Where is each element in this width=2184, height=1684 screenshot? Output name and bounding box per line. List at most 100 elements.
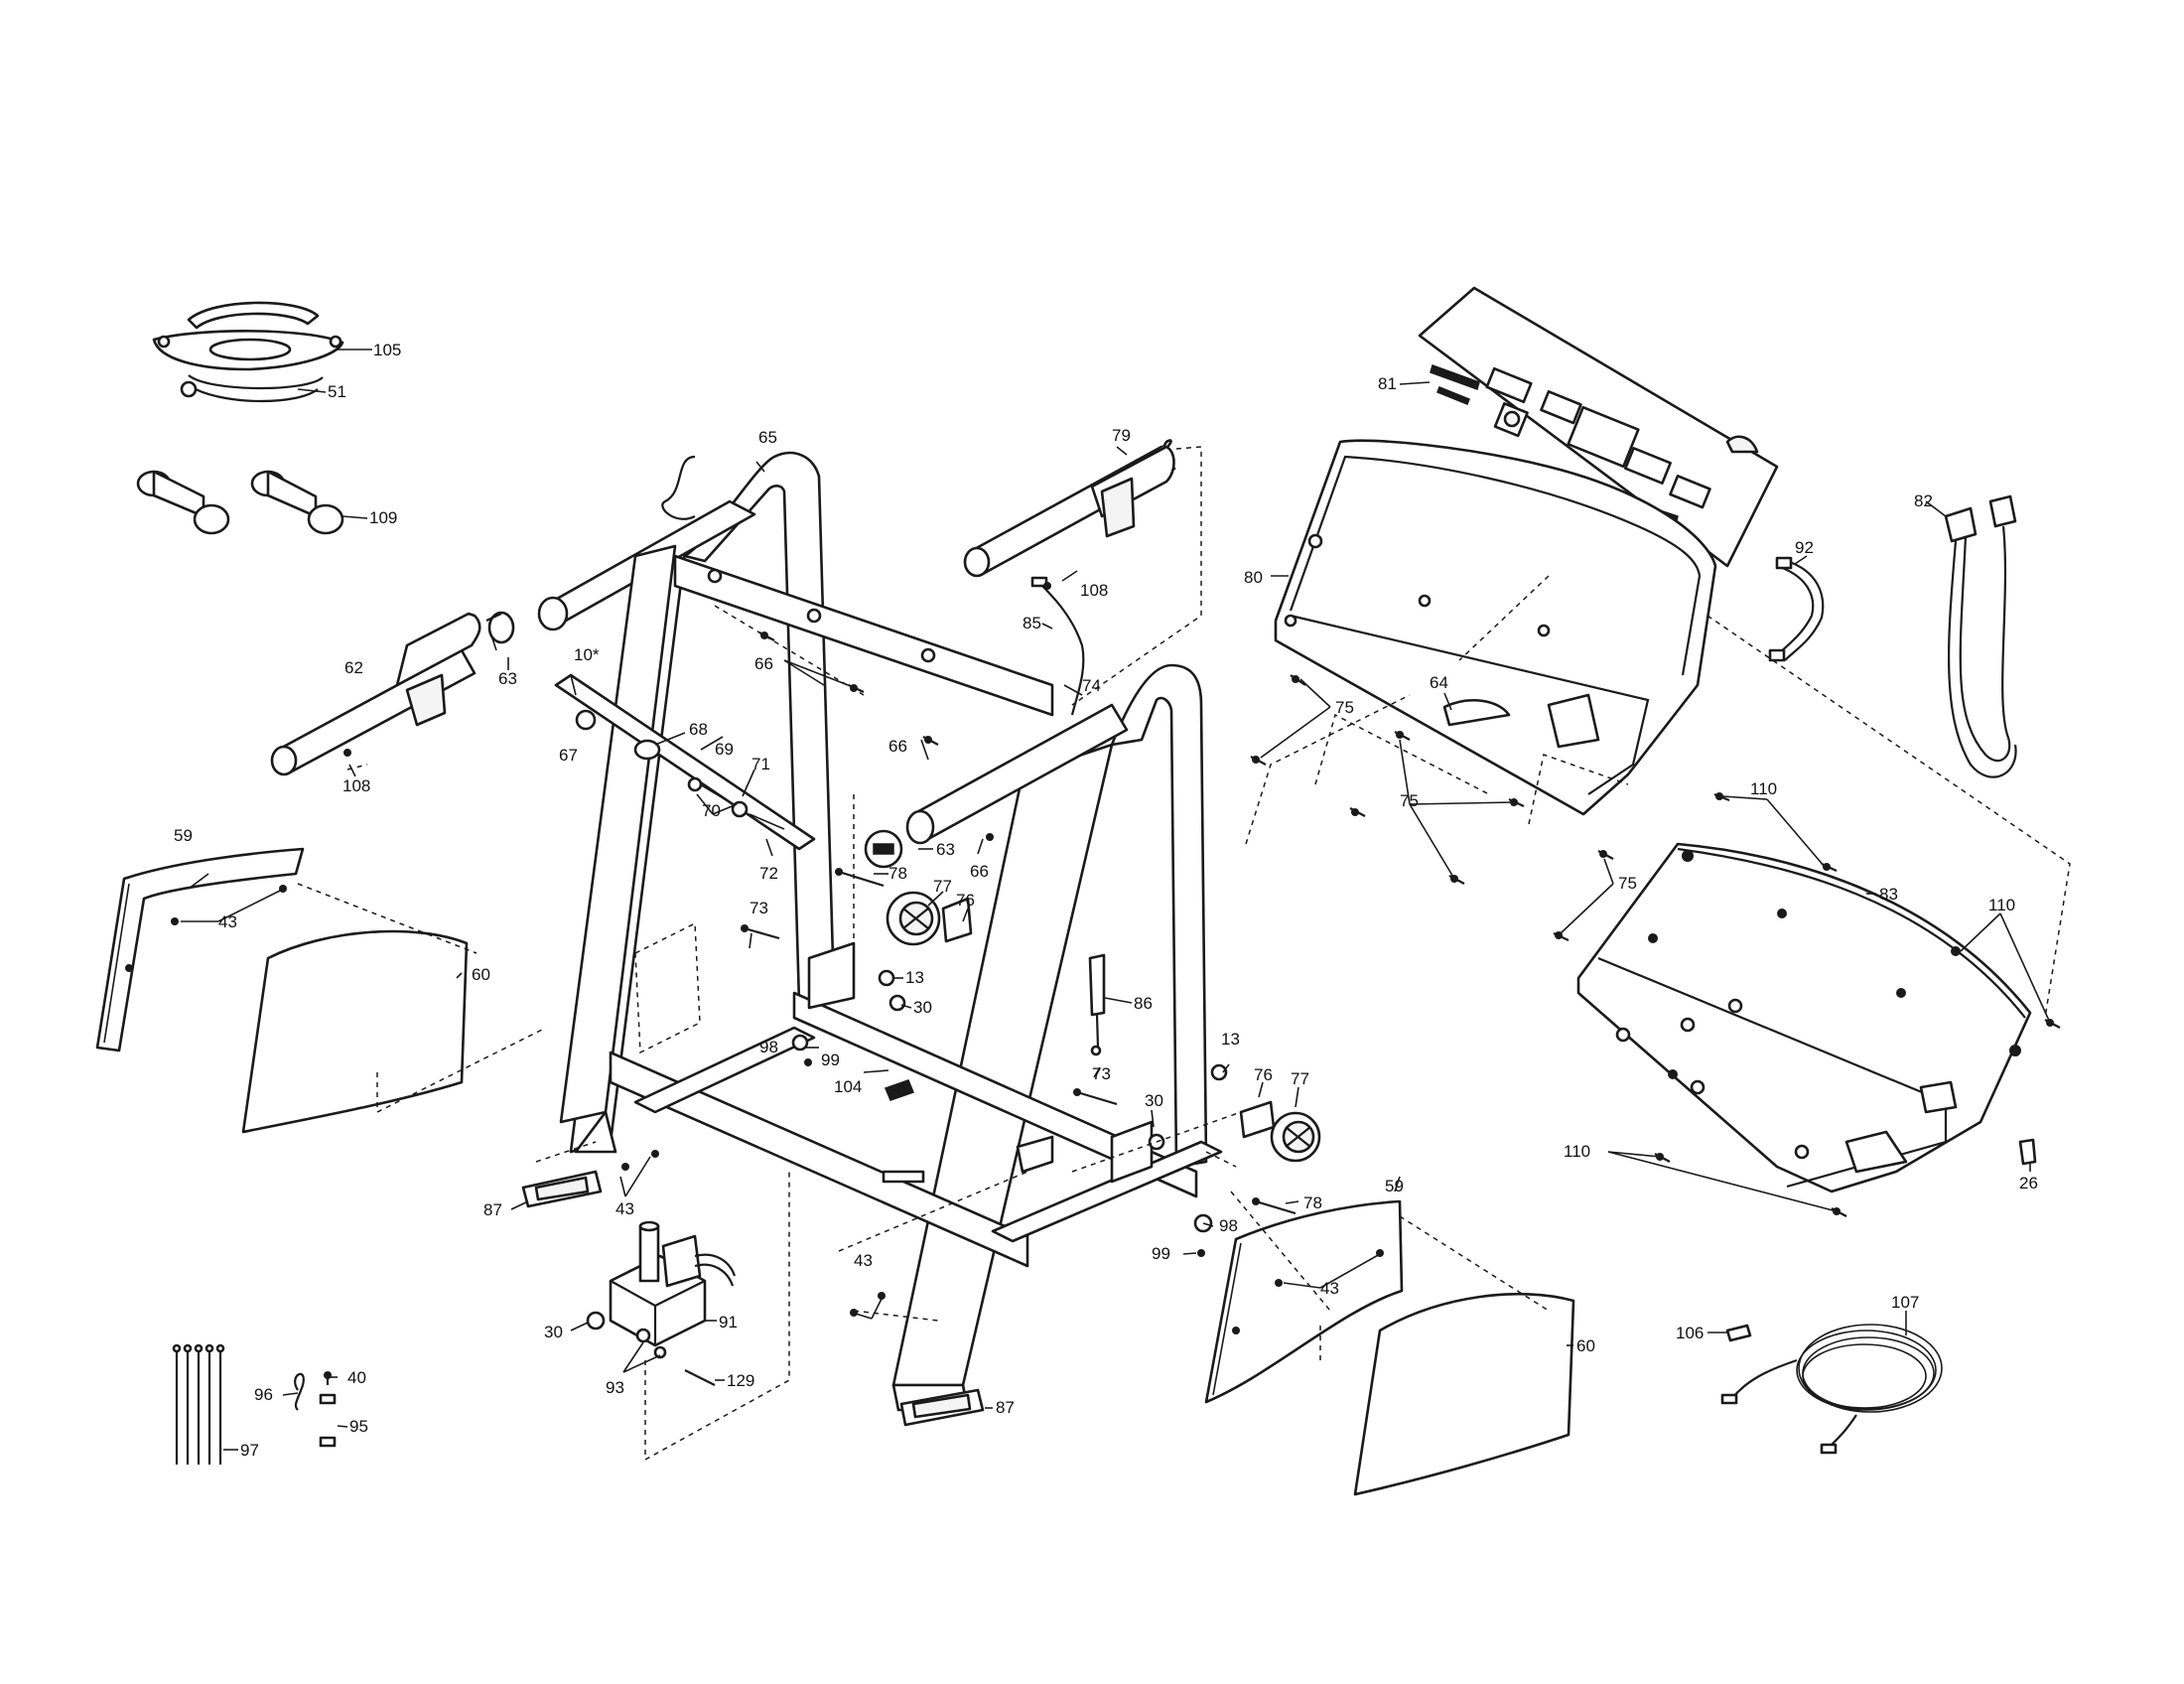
callout-label: 96 — [254, 1385, 273, 1404]
callout-label: 72 — [759, 864, 778, 883]
callout-label: 93 — [606, 1378, 624, 1397]
front-strip — [554, 673, 816, 851]
wheel-left — [864, 829, 973, 946]
motor-controller — [586, 1220, 737, 1386]
callout-label: 76 — [1254, 1065, 1273, 1084]
callout-labels: 105 51 109 65 79 108 85 63 62 108 10* 66… — [174, 341, 2038, 1460]
callout-label: 66 — [754, 654, 773, 673]
foot-left — [521, 1170, 603, 1208]
callout-label: 70 — [702, 801, 721, 820]
callout-label: 104 — [834, 1077, 862, 1096]
callout-label: 74 — [1082, 676, 1101, 695]
callout-label: 87 — [996, 1398, 1015, 1417]
callout-label: 109 — [369, 508, 397, 527]
right-side-hood — [1204, 1199, 1575, 1496]
callout-label: 64 — [1430, 673, 1448, 692]
bolts — [741, 868, 1297, 1215]
callout-label: 99 — [821, 1051, 840, 1069]
callout-label: 69 — [715, 740, 734, 759]
callout-label: 99 — [1152, 1244, 1170, 1263]
callout-label: 86 — [1134, 994, 1153, 1013]
handle-end-caps — [136, 470, 344, 535]
callout-label: 98 — [1219, 1216, 1238, 1235]
callout-label: 30 — [544, 1323, 563, 1341]
callout-label: 75 — [1335, 698, 1354, 717]
console-overlay — [1418, 286, 1779, 568]
callout-label: 67 — [559, 746, 578, 765]
callout-label: 51 — [328, 382, 346, 401]
screws — [125, 582, 2061, 1334]
callout-label: 71 — [751, 755, 770, 773]
callout-label: 106 — [1676, 1324, 1704, 1342]
callout-label: 108 — [342, 776, 370, 795]
callout-label: 110 — [1988, 896, 2015, 914]
callout-label: 66 — [970, 862, 989, 881]
callout-label: 43 — [1320, 1279, 1339, 1298]
callout-label: 73 — [750, 899, 768, 917]
callout-label: 81 — [1378, 374, 1397, 393]
safety-key-clip — [152, 301, 344, 403]
callout-label: 107 — [1891, 1293, 1919, 1312]
ground-strap — [1944, 494, 2017, 778]
callout-label: 65 — [758, 428, 777, 447]
callout-label: 59 — [174, 826, 193, 845]
console-cable — [1768, 556, 1825, 662]
small-hardware — [294, 1371, 337, 1448]
callout-label: 129 — [727, 1371, 754, 1390]
callout-label: 75 — [1400, 791, 1419, 810]
callout-label: 13 — [905, 968, 924, 987]
callout-label: 92 — [1795, 538, 1814, 557]
left-side-hood — [95, 847, 469, 1134]
left-handrail — [270, 611, 515, 776]
callout-label: 60 — [472, 965, 490, 984]
callout-label: 59 — [1385, 1177, 1404, 1195]
callout-label: 66 — [888, 737, 907, 756]
callout-label: 98 — [759, 1038, 778, 1056]
callout-label: 13 — [1221, 1030, 1240, 1049]
upright-frame — [537, 451, 1223, 1412]
console-base — [1274, 439, 1717, 816]
callout-label: 62 — [344, 658, 363, 677]
callout-label: 105 — [373, 341, 401, 359]
callout-label: 87 — [483, 1200, 502, 1219]
right-handrail — [963, 439, 1176, 578]
callout-label: 73 — [1092, 1064, 1111, 1083]
callout-label: 10* — [574, 645, 600, 664]
callout-label: 110 — [1750, 779, 1777, 798]
callout-label: 43 — [615, 1199, 634, 1218]
callout-label: 77 — [933, 877, 952, 896]
callout-label: 80 — [1244, 568, 1263, 587]
callout-label: 30 — [913, 998, 932, 1017]
leader-lines — [181, 349, 2051, 1451]
callout-label: 78 — [888, 864, 907, 883]
callout-label: 95 — [349, 1417, 368, 1436]
callout-label: 30 — [1145, 1091, 1163, 1110]
console-cover — [1576, 842, 2032, 1193]
callout-label: 91 — [719, 1313, 738, 1332]
assembly-lines — [297, 446, 2071, 1462]
callout-label: 63 — [498, 669, 517, 688]
callout-label: 75 — [1618, 874, 1637, 893]
callout-label: 97 — [240, 1441, 259, 1460]
callout-label: 85 — [1023, 614, 1041, 632]
wheel-right — [1239, 1100, 1321, 1163]
callout-label: 77 — [1291, 1069, 1309, 1088]
callout-label: 43 — [854, 1251, 873, 1270]
cable-ties — [172, 1343, 225, 1465]
callout-label: 78 — [1303, 1193, 1322, 1212]
callout-label: 40 — [347, 1368, 366, 1387]
nuts — [791, 969, 1228, 1257]
callout-label: 79 — [1112, 426, 1131, 445]
foot-right — [899, 1388, 985, 1427]
callout-label: 76 — [956, 891, 975, 910]
callout-label: 82 — [1914, 491, 1933, 510]
callout-label: 108 — [1080, 581, 1108, 600]
callout-label: 63 — [936, 840, 955, 859]
power-cord — [1720, 1138, 2037, 1455]
callout-label: 43 — [218, 912, 237, 931]
callout-label: 68 — [689, 720, 708, 739]
callout-label: 26 — [2019, 1174, 2038, 1193]
callout-label: 83 — [1879, 885, 1898, 904]
callout-label: 110 — [1564, 1142, 1590, 1161]
